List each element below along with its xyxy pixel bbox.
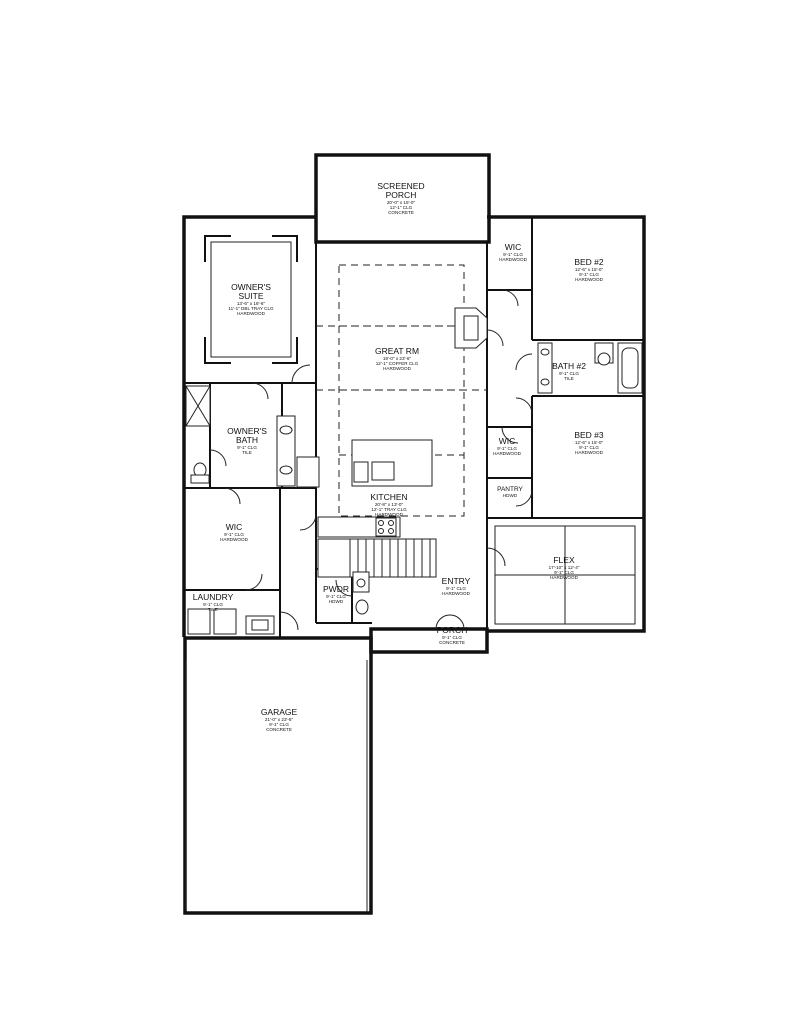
room-label-garage: GARAGE 21'-0" x 23'-6" 9'-1" CLG CONCRET…	[261, 707, 298, 732]
bed2-name: BED #2	[574, 257, 604, 267]
room-label-laundry: LAUNDRY 9'-1" CLG TILE	[193, 592, 234, 612]
owners-bath-name-2: BATH	[236, 435, 258, 445]
pwdr-ceiling: 9'-1" CLG	[326, 594, 346, 599]
laundry-floor: TILE	[208, 607, 218, 612]
room-label-great-rm: GREAT RM 19'-0" x 23'-6" 12'-1" COFFER C…	[375, 346, 419, 371]
screened-porch-name-2: PORCH	[386, 190, 417, 200]
room-label-owners-suite: OWNER'S SUITE 13'-6" x 16'-6" 11'-1" DBL…	[228, 282, 274, 316]
doors	[209, 289, 533, 631]
wic-owner-name: WIC	[226, 522, 243, 532]
owners-suite-name-2: SUITE	[238, 291, 263, 301]
bath2-floor: TILE	[564, 376, 574, 381]
room-label-pantry: PANTRY HDWD	[497, 486, 523, 498]
owners-bath-floor: TILE	[242, 450, 252, 455]
kitchen-ceiling: 12'-1" TRAY CLG	[371, 507, 407, 512]
pantry-floor: HDWD	[503, 493, 518, 498]
room-label-bed-3: BED #3 12'-6" x 15'-0" 9'-1" CLG HARDWOO…	[574, 430, 604, 455]
laundry-ceiling: 9'-1" CLG	[203, 602, 223, 607]
room-label-bath-2: BATH #2 9'-1" CLG TILE	[552, 361, 586, 381]
wic-owner-floor: HARDWOOD	[220, 537, 248, 542]
entry-ceiling: 9'-1" CLG	[446, 586, 466, 591]
fixtures	[185, 307, 643, 635]
porch-ceiling: 9'-1" CLG	[442, 635, 462, 640]
flex-name: FLEX	[553, 555, 575, 565]
screened-porch-name-1: SCREENED	[377, 181, 424, 191]
porch-floor: CONCRETE	[439, 640, 465, 645]
bed3-dim: 12'-6" x 15'-0"	[575, 440, 604, 445]
laundry-name: LAUNDRY	[193, 592, 234, 602]
stair-treads	[349, 539, 431, 577]
room-label-kitchen: KITCHEN 20'-8" x 13'-0" 12'-1" TRAY CLG …	[370, 492, 407, 517]
room-label-entry: ENTRY 9'-1" CLG HARDWOOD	[442, 576, 471, 596]
room-label-bed-2: BED #2 12'-6" x 15'-0" 9'-1" CLG HARDWOO…	[574, 257, 604, 282]
kitchen-name: KITCHEN	[370, 492, 407, 502]
kitchen-dim: 20'-8" x 13'-0"	[375, 502, 404, 507]
flex-floor: HARDWOOD	[550, 575, 578, 580]
bed3-name: BED #3	[574, 430, 604, 440]
flex-dim: 17'-10" x 12'-4"	[549, 565, 580, 570]
great-rm-ceiling: 12'-1" COFFER CLG	[376, 361, 419, 366]
garage-dim: 21'-0" x 23'-6"	[265, 717, 294, 722]
great-rm-floor: HARDWOOD	[383, 366, 411, 371]
room-label-flex: FLEX 17'-10" x 12'-4" 9'-1" CLG HARDWOOD	[549, 555, 580, 580]
ceiling-details	[185, 235, 636, 912]
screened-porch-dim: 20'-0" x 15'-0"	[387, 200, 416, 205]
bed2-floor: HARDWOOD	[575, 277, 603, 282]
screened-porch-floor: CONCRETE	[388, 210, 414, 215]
owners-bath-name-1: OWNER'S	[227, 426, 267, 436]
owners-suite-floor: HARDWOOD	[237, 311, 265, 316]
porch-name: PORCH	[437, 625, 468, 635]
exterior-walls	[182, 153, 646, 915]
pantry-name: PANTRY	[497, 486, 523, 493]
kitchen-floor: HARDWOOD	[375, 512, 403, 517]
room-label-screened-porch: SCREENED PORCH 20'-0" x 15'-0" 12'-1" CL…	[377, 181, 424, 215]
owners-suite-name-1: OWNER'S	[231, 282, 271, 292]
bed3-ceiling: 9'-1" CLG	[579, 445, 599, 450]
wic-upper-name: WIC	[505, 242, 522, 252]
wic-mid-ceiling: 9'-1" CLG	[497, 446, 517, 451]
screened-porch-ceiling: 12'-1" CLG	[390, 205, 413, 210]
owners-suite-ceiling: 11'-1" DBL TRAY CLG	[228, 306, 274, 311]
bath2-ceiling: 9'-1" CLG	[559, 371, 579, 376]
entry-floor: HARDWOOD	[442, 591, 470, 596]
bath2-name: BATH #2	[552, 361, 586, 371]
room-label-owners-bath: OWNER'S BATH 9'-1" CLG TILE	[227, 426, 267, 455]
wic-upper-floor: HARDWOOD	[499, 257, 527, 262]
bed3-floor: HARDWOOD	[575, 450, 603, 455]
room-label-porch: PORCH 9'-1" CLG CONCRETE	[437, 625, 468, 645]
wic-mid-name: WIC	[499, 436, 516, 446]
bed2-ceiling: 9'-1" CLG	[579, 272, 599, 277]
room-label-wic-mid: WIC 9'-1" CLG HARDWOOD	[493, 436, 521, 456]
entry-name: ENTRY	[442, 576, 471, 586]
garage-floor: CONCRETE	[266, 727, 292, 732]
garage-name: GARAGE	[261, 707, 298, 717]
pwdr-floor: HDWD	[329, 599, 344, 604]
garage-ceiling: 9'-1" CLG	[269, 722, 289, 727]
room-label-wic-upper: WIC 9'-1" CLG HARDWOOD	[499, 242, 527, 262]
flex-ceiling: 9'-1" CLG	[554, 570, 574, 575]
wic-owner-ceiling: 9'-1" CLG	[224, 532, 244, 537]
room-label-wic-owner: WIC 9'-1" CLG HARDWOOD	[220, 522, 248, 542]
wic-upper-ceiling: 9'-1" CLG	[503, 252, 523, 257]
great-rm-name: GREAT RM	[375, 346, 419, 356]
bed2-dim: 12'-6" x 15'-0"	[575, 267, 604, 272]
pwdr-name: PWDR	[323, 584, 349, 594]
owners-bath-ceiling: 9'-1" CLG	[237, 445, 257, 450]
room-label-pwdr: PWDR 9'-1" CLG HDWD	[323, 584, 349, 604]
great-rm-dim: 19'-0" x 23'-6"	[383, 356, 412, 361]
owners-suite-dim: 13'-6" x 16'-6"	[237, 301, 266, 306]
wic-mid-floor: HARDWOOD	[493, 451, 521, 456]
